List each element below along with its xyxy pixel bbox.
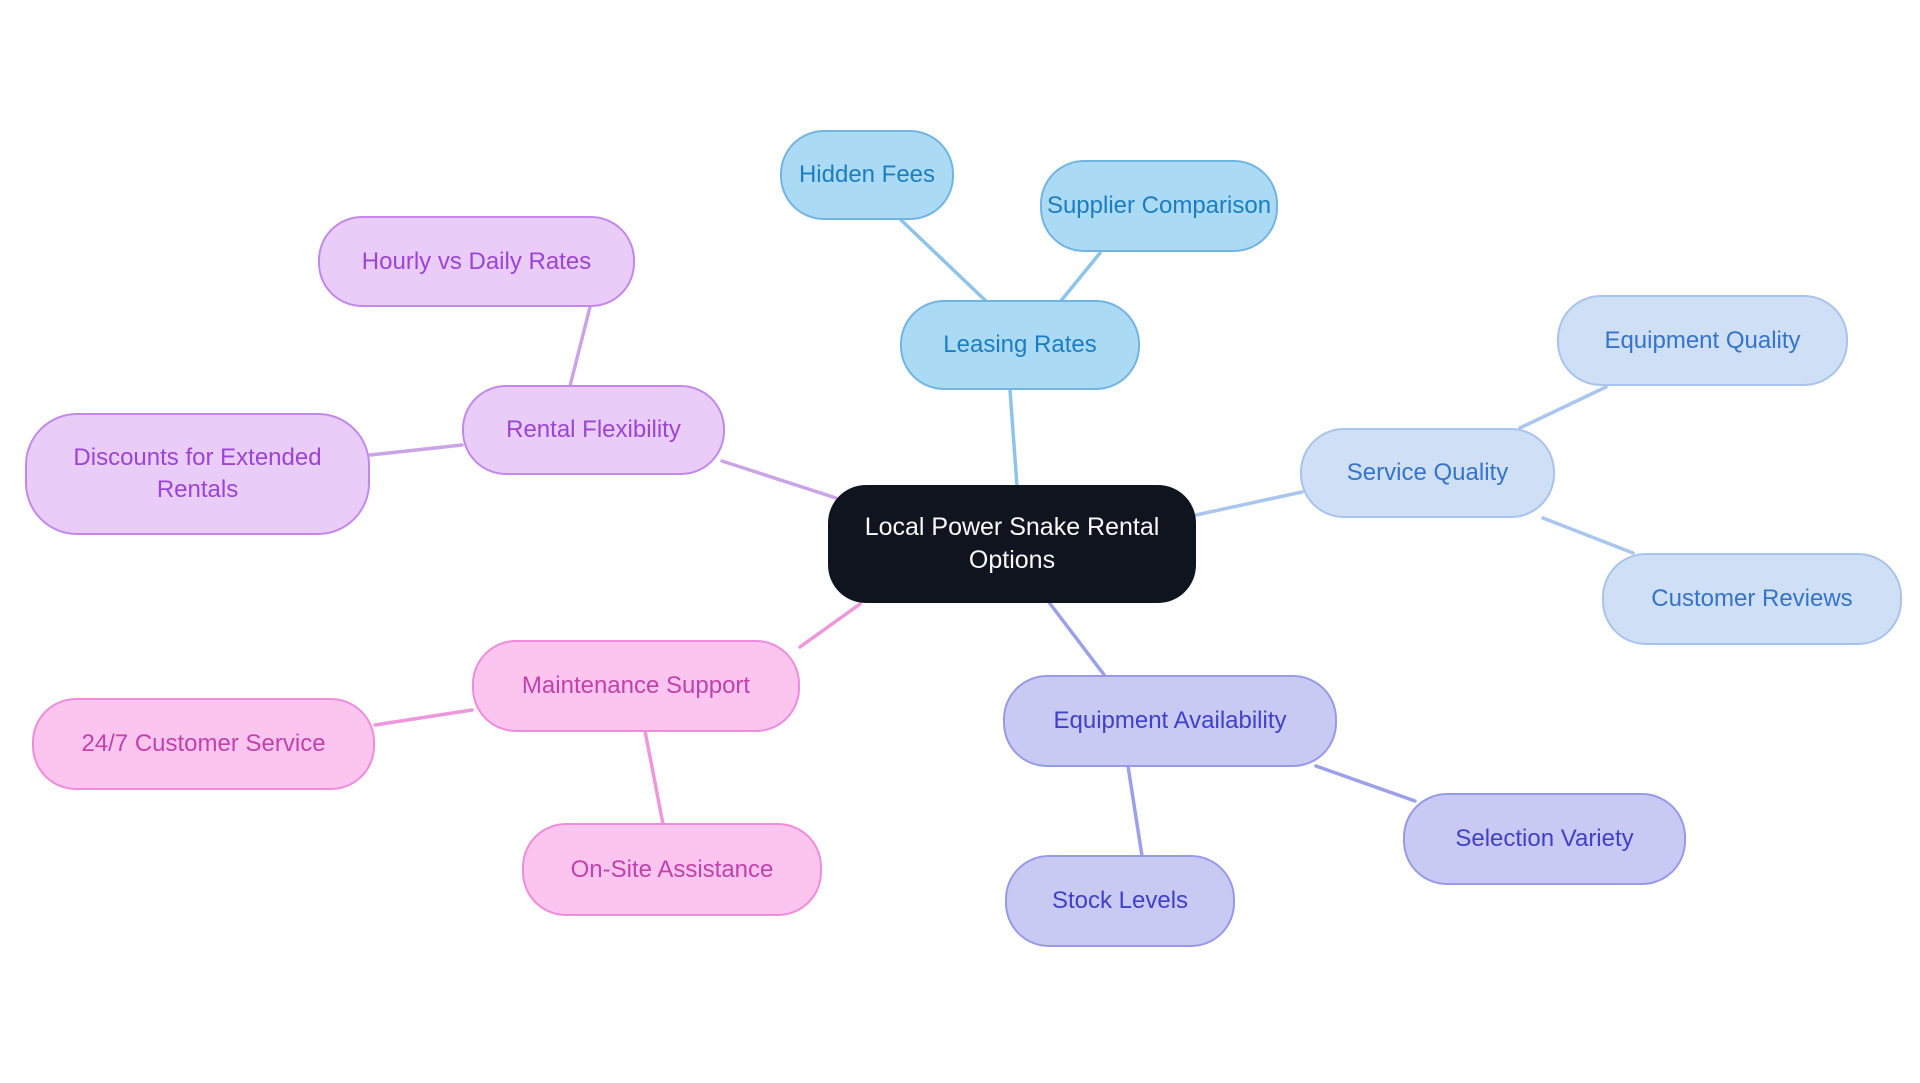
node-discounts-for-extended-rentals[interactable]: Discounts for Extended Rentals <box>25 413 370 535</box>
node-hidden-fees[interactable]: Hidden Fees <box>780 130 954 220</box>
node-service-quality-label: Service Quality <box>1346 459 1509 486</box>
edge-central-equipment-availability <box>1046 599 1107 678</box>
node-rental-flexibility-label: Rental Flexibility <box>506 416 681 443</box>
node-maintenance-support-label: Maintenance Support <box>521 672 751 699</box>
node-leasing-rates-label: Leasing Rates <box>943 331 1097 358</box>
edge-leasing-rates-central <box>1008 388 1019 488</box>
node-on-site-assistance[interactable]: On-Site Assistance <box>522 823 822 916</box>
node-supplier-comparison-label: Supplier Comparison <box>1046 192 1272 219</box>
edge-equipment-availability-stock-levels <box>1126 764 1144 858</box>
edge-hidden-fees-leasing-rates <box>898 217 990 305</box>
node-customer-reviews-label: Customer Reviews <box>1651 585 1853 612</box>
node-stock-levels[interactable]: Stock Levels <box>1005 855 1235 947</box>
node-maintenance-support[interactable]: Maintenance Support <box>472 640 800 732</box>
node-equipment-quality[interactable]: Equipment Quality <box>1557 295 1848 386</box>
edge-rental-flexibility-discounts <box>368 443 464 457</box>
node-leasing-rates[interactable]: Leasing Rates <box>900 300 1140 390</box>
node-stock-levels-label: Stock Levels <box>1051 887 1189 914</box>
node-central[interactable]: Local Power Snake Rental Options <box>828 485 1196 603</box>
edge-central-rental-flexibility <box>720 459 838 500</box>
node-hourly-vs-daily-rates-label: Hourly vs Daily Rates <box>361 247 592 275</box>
edge-maintenance-support-customer-service <box>373 708 474 727</box>
node-service-quality[interactable]: Service Quality <box>1300 428 1555 518</box>
node-on-site-assistance-label: On-Site Assistance <box>570 855 774 883</box>
edge-central-maintenance-support <box>798 602 862 649</box>
node-hourly-vs-daily-rates[interactable]: Hourly vs Daily Rates <box>318 216 635 307</box>
edge-equipment-availability-selection-variety <box>1314 764 1417 803</box>
node-24-7-customer-service[interactable]: 24/7 Customer Service <box>32 698 375 790</box>
node-equipment-availability-label: Equipment Availability <box>1053 707 1287 734</box>
edge-rental-flexibility-hourly-vs-daily-rates <box>568 305 592 388</box>
edge-service-quality-equipment-quality <box>1518 385 1608 430</box>
node-customer-reviews[interactable]: Customer Reviews <box>1602 553 1902 645</box>
node-central-label: Local Power Snake Rental Options <box>864 513 1160 574</box>
node-selection-variety[interactable]: Selection Variety <box>1403 793 1686 885</box>
edge-supplier-comparison-leasing-rates <box>1058 251 1102 304</box>
node-equipment-availability[interactable]: Equipment Availability <box>1003 675 1337 767</box>
edge-central-service-quality <box>1194 490 1304 517</box>
node-selection-variety-label: Selection Variety <box>1455 825 1634 852</box>
node-equipment-quality-label: Equipment Quality <box>1604 326 1801 354</box>
node-discounts-for-extended-rentals-label: Discounts for Extended Rentals <box>73 444 322 503</box>
node-24-7-customer-service-label: 24/7 Customer Service <box>81 730 326 757</box>
edge-maintenance-support-on-site-assistance <box>643 729 665 826</box>
node-rental-flexibility[interactable]: Rental Flexibility <box>462 385 725 475</box>
node-supplier-comparison[interactable]: Supplier Comparison <box>1040 160 1278 252</box>
edge-service-quality-customer-reviews <box>1541 516 1635 555</box>
node-hidden-fees-label: Hidden Fees <box>798 161 936 188</box>
